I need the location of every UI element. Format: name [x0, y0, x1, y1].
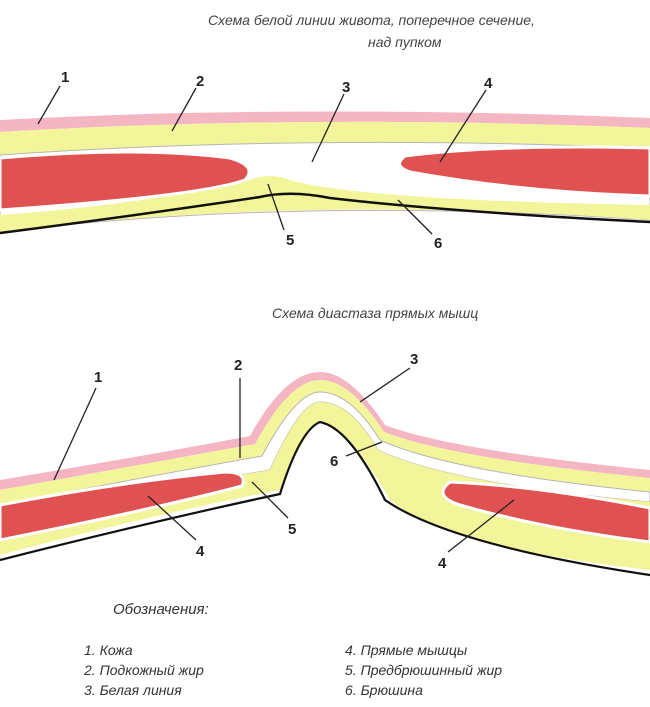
leader-line-6: [345, 441, 383, 457]
peritoneum-line: [0, 192, 650, 235]
label-3: 3: [342, 79, 350, 96]
legend-item-skin: 1. Кожа: [84, 642, 133, 658]
legend-item-rectus-muscles: 4. Прямые мышцы: [345, 642, 468, 658]
preperitoneal-fat-layer: [0, 176, 650, 232]
leader-line-1: [37, 85, 61, 125]
diagram-title-top-line1: Схема белой линии живота, поперечное сеч…: [208, 12, 535, 28]
legend-item-subcutaneous-fat: 2. Подкожный жир: [84, 662, 204, 678]
left-rectus-muscle: [0, 150, 251, 212]
leader-line-5: [251, 481, 289, 519]
leader-line-1: [53, 387, 97, 481]
leader-line-3: [359, 367, 411, 403]
label-4: 4: [484, 75, 493, 92]
legend-item-peritoneum: 6. Брюшина: [345, 682, 423, 698]
right-rectus-muscle: [398, 145, 650, 198]
leader-line-6: [397, 199, 433, 235]
label-1: 1: [94, 369, 102, 386]
legend-item-preperitoneal-fat: 5. Предбрюшинный жир: [345, 662, 503, 678]
legend-heading: Обозначения:: [113, 601, 209, 618]
leader-line-4: [439, 89, 487, 163]
legend-item-linea-alba: 3. Белая линия: [84, 682, 182, 698]
skin-layer: [0, 111, 650, 132]
label-4: 4: [196, 543, 205, 560]
preperitoneal-fat-layer: [0, 402, 650, 570]
leader-line-4: [147, 495, 197, 541]
diagram-title-top-line2: над пупком: [368, 34, 442, 50]
left-rectus-muscle: [0, 470, 245, 542]
right-rectus-muscle: [441, 480, 650, 544]
legend-column-left: 1. Кожа 2. Подкожный жир 3. Белая линия: [84, 640, 204, 700]
diagram-title-bottom: Схема диастаза прямых мышц: [272, 305, 479, 321]
label-6: 6: [330, 453, 338, 470]
label-2: 2: [234, 357, 242, 374]
label-5: 5: [288, 521, 296, 538]
leader-line-3: [311, 93, 345, 163]
label-5: 5: [286, 232, 294, 249]
leader-line-4-right: [447, 499, 515, 553]
linea-alba-cross-section: 1 2 3 4 5 6: [0, 69, 650, 252]
legend-column-right: 4. Прямые мышцы 5. Предбрюшинный жир 6. …: [345, 640, 502, 700]
subcutaneous-fat-layer: [0, 121, 650, 155]
label-3: 3: [410, 351, 418, 368]
label-6: 6: [434, 235, 442, 252]
label-1: 1: [61, 69, 69, 86]
leader-line-2: [171, 87, 197, 132]
skin-layer: [0, 372, 650, 490]
diastasis-recti-diagram: 1 2 3 4 5 6 4: [0, 351, 650, 577]
peritoneum-line: [0, 420, 650, 577]
leader-line-5: [267, 183, 285, 231]
label-2: 2: [196, 73, 204, 90]
label-4-right: 4: [438, 555, 447, 572]
